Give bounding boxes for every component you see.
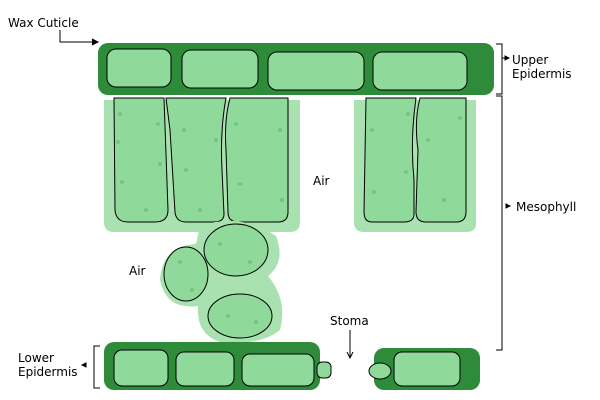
palisade-cell <box>363 97 417 223</box>
palisade-cell <box>165 97 227 223</box>
spongy-cell <box>163 246 209 302</box>
spongy-cell <box>203 223 269 277</box>
guard-cell-right <box>368 362 392 380</box>
mesophyll-arrowhead <box>505 203 512 209</box>
upper-epidermis <box>98 43 494 95</box>
lower-epidermis <box>104 342 480 390</box>
palisade-cell <box>225 97 289 223</box>
lower-epidermis-arrowhead <box>80 362 87 368</box>
mesophyll-bracket <box>496 95 503 351</box>
stoma-arrowhead <box>346 351 354 360</box>
lower-epidermis-bracket <box>93 345 100 389</box>
guard-cell-left <box>316 361 332 379</box>
lower-epidermis-cell <box>393 351 461 387</box>
upper-epidermis-cell <box>106 48 172 88</box>
spongy-cell <box>207 293 273 339</box>
label-stoma: Stoma <box>330 314 369 328</box>
lower-epidermis-cell <box>113 349 169 387</box>
palisade-cell <box>113 97 169 223</box>
label-upper-epidermis: Upper Epidermis <box>512 53 572 81</box>
chloroplast-dots <box>116 112 462 324</box>
label-air-upper: Air <box>313 174 330 188</box>
wax-cuticle-arrowhead <box>91 38 100 46</box>
upper-epidermis-cell <box>372 51 468 91</box>
palisade-mesophyll-right <box>354 97 476 232</box>
palisade-mesophyll-left <box>104 97 300 232</box>
label-air-lower: Air <box>129 264 146 278</box>
label-lower-epidermis: Lower Epidermis <box>18 351 78 379</box>
annotations <box>59 30 512 389</box>
upper-epidermis-arrowhead <box>504 55 511 61</box>
lower-epidermis-cell <box>241 353 315 387</box>
lower-epidermis-cell <box>175 351 235 387</box>
upper-epidermis-cell <box>267 51 365 91</box>
palisade-cell <box>415 97 467 223</box>
spongy-mesophyll <box>160 220 283 343</box>
label-wax-cuticle: Wax Cuticle <box>8 16 79 30</box>
wax-cuticle-pointer <box>59 30 98 43</box>
upper-epidermis-bracket <box>496 43 503 95</box>
upper-epidermis-cell <box>181 49 259 89</box>
label-mesophyll: Mesophyll <box>516 200 577 214</box>
